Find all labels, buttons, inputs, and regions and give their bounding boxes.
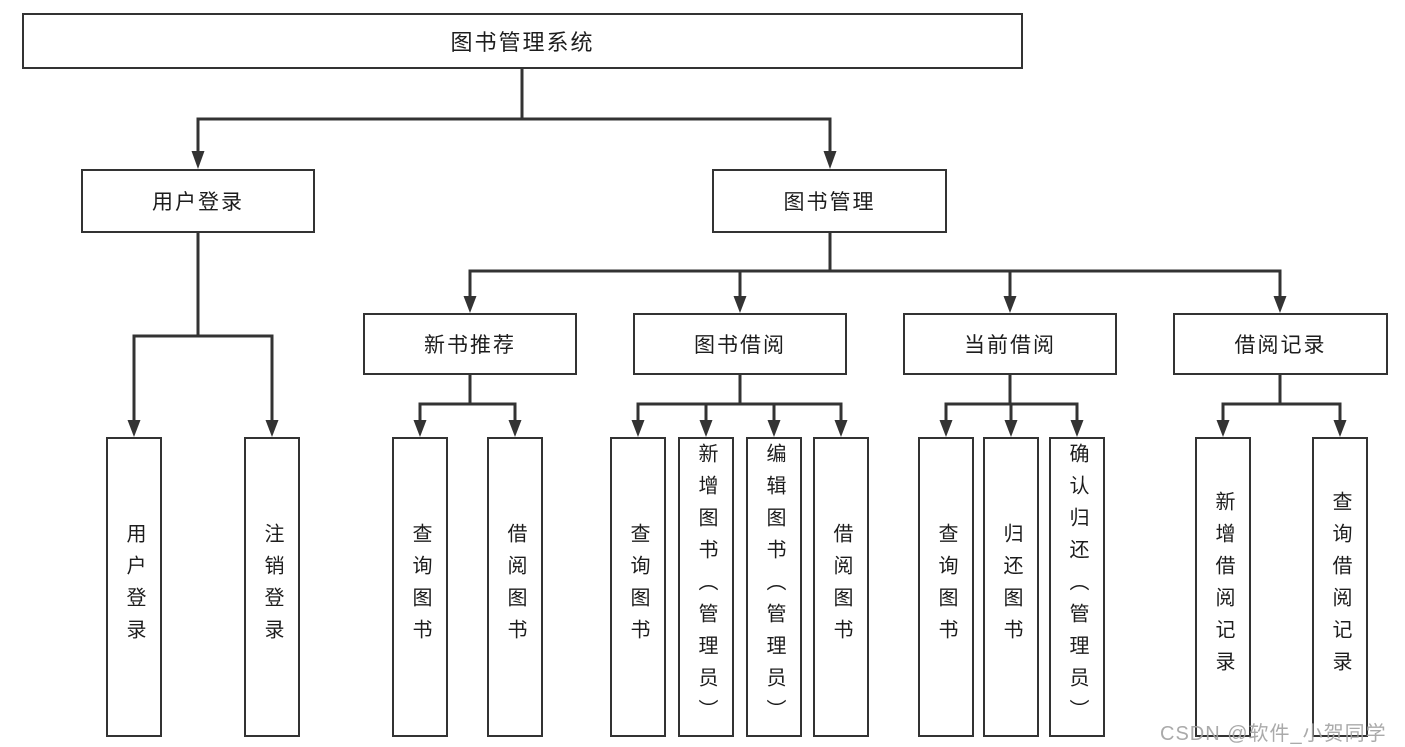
leaf-label: 用户登录 [123,523,145,651]
node-label: 新书推荐 [424,334,516,357]
leaf-label: 新增图书（管理员） [695,443,717,731]
node-library-management-system: 图书管理系统 [22,13,1023,69]
node-current-borrowing: 当前借阅 [903,313,1117,375]
node-borrowing-records: 借阅记录 [1173,313,1388,375]
leaf-user-login: 用户登录 [106,437,162,737]
leaf-label: 查询图书 [935,523,957,651]
leaf-edit-books-admin: 编辑图书（管理员） [746,437,802,737]
node-label: 借阅记录 [1234,334,1327,357]
leaf-borrow-books-recommend: 借阅图书 [487,437,543,737]
leaf-query-borrow-record: 查询借阅记录 [1312,437,1368,737]
node-user-login: 用户登录 [81,169,315,233]
leaf-label: 借阅图书 [830,523,852,651]
leaf-label: 借阅图书 [504,523,526,651]
leaf-label: 注销登录 [261,523,283,651]
leaf-borrow-books: 借阅图书 [813,437,869,737]
leaf-confirm-return-admin: 确认归还（管理员） [1049,437,1105,737]
node-label: 图书管理 [783,191,876,214]
csdn-watermark: CSDN @软件_小贺同学 [1160,723,1387,745]
leaf-query-books-borrowing: 查询图书 [610,437,666,737]
leaf-add-books-admin: 新增图书（管理员） [678,437,734,737]
leaf-add-borrow-record: 新增借阅记录 [1195,437,1251,737]
node-label: 用户登录 [152,191,244,214]
leaf-label: 查询图书 [409,523,431,651]
leaf-logout: 注销登录 [244,437,300,737]
leaf-return-books: 归还图书 [983,437,1039,737]
leaf-query-books-recommend: 查询图书 [392,437,448,737]
leaf-label: 归还图书 [1000,523,1022,651]
leaf-label: 查询借阅记录 [1329,491,1351,683]
node-label: 图书借阅 [694,334,786,357]
node-book-management: 图书管理 [712,169,947,233]
leaf-label: 确认归还（管理员） [1066,443,1088,731]
leaf-query-books-current: 查询图书 [918,437,974,737]
node-label: 当前借阅 [964,334,1056,357]
leaf-label: 新增借阅记录 [1212,491,1234,683]
node-label: 图书管理系统 [450,30,595,55]
leaf-label: 查询图书 [627,523,649,651]
leaf-label: 编辑图书（管理员） [763,443,785,731]
node-book-borrowing: 图书借阅 [633,313,847,375]
node-new-book-recommend: 新书推荐 [363,313,577,375]
